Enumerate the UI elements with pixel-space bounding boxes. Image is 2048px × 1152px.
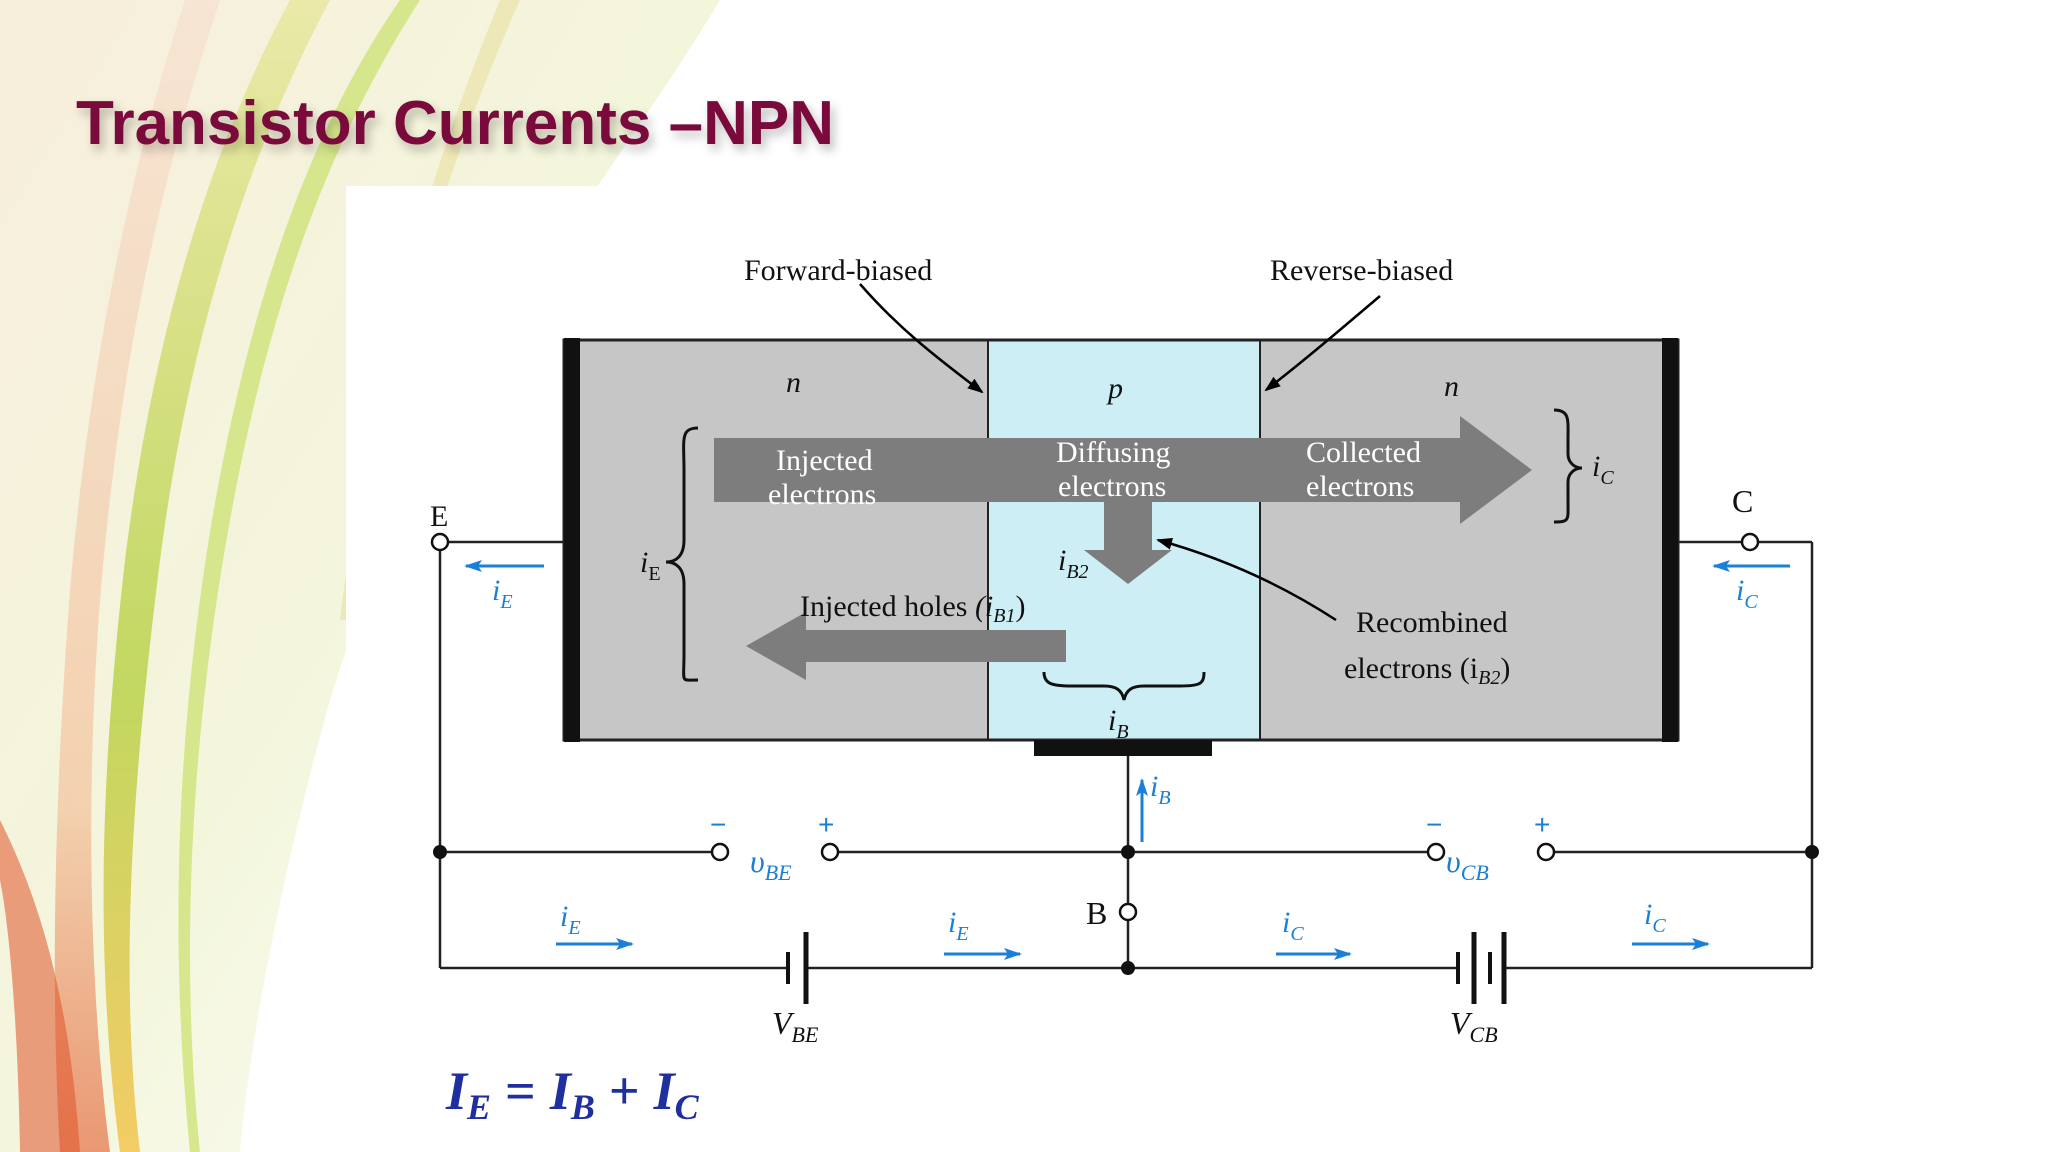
base-terminal <box>1118 902 1138 922</box>
ic-current-label: iC <box>1736 574 1758 613</box>
vbe-battery <box>786 932 809 1004</box>
vbe-minus-sign: − <box>710 809 726 840</box>
base-current-brace <box>1042 671 1206 701</box>
ib2-label: iB2 <box>1058 544 1089 583</box>
circuit-nodes <box>433 845 1819 975</box>
loop-ie-label-1: iE <box>560 900 581 939</box>
emitter-terminal <box>430 532 450 552</box>
collector-terminal-label: C <box>1732 483 1753 519</box>
eq-equals: = <box>505 1061 536 1121</box>
collected-electrons-line2: electrons <box>1306 470 1414 503</box>
current-arrows <box>464 560 1790 960</box>
recombined-electron-arrow <box>1084 500 1172 584</box>
vbe-source-label: VBE <box>772 1005 819 1047</box>
reverse-biased-label: Reverse-biased <box>1270 254 1453 287</box>
vcb-source-label: VCB <box>1450 1005 1498 1047</box>
recombined-label-line1: Recombined <box>1356 606 1508 639</box>
injected-electrons-line2: electrons <box>768 478 876 511</box>
emitter-contact <box>564 338 580 742</box>
base-region-label: p <box>1106 372 1123 405</box>
vcb-battery <box>1456 932 1507 1004</box>
loop-ie-label-2: iE <box>948 906 969 945</box>
diffusing-electrons-line2: electrons <box>1058 470 1166 503</box>
collector-current-brace <box>1553 408 1583 524</box>
collector-region <box>1260 340 1678 740</box>
recombined-label-line2: electrons (iB2) <box>1344 652 1510 689</box>
electron-flow-arrow <box>714 416 1532 524</box>
vcb-plus-terminal <box>1536 842 1556 862</box>
ie-current-label: iE <box>492 574 513 613</box>
forward-bias-pointer <box>859 283 984 394</box>
base-terminal-label: B <box>1086 895 1107 931</box>
injected-electrons-line1: Injected <box>776 444 873 477</box>
base-contact <box>1034 740 1212 756</box>
vbe-plus-sign: + <box>818 809 834 840</box>
vcb-plus-sign: + <box>1534 809 1550 840</box>
loop-ic-label-1: iC <box>1282 906 1304 945</box>
injected-holes-label: Injected holes (iB1) <box>800 590 1025 627</box>
collected-electrons-line1: Collected <box>1306 436 1421 469</box>
diffusing-electrons-line1: Diffusing <box>1056 436 1170 469</box>
eq-ie: IE <box>446 1061 492 1127</box>
vcb-minus-terminal <box>1426 842 1446 862</box>
eq-plus: + <box>608 1061 640 1121</box>
ie-brace-label: iE <box>640 546 661 585</box>
eq-ic: IC <box>653 1061 699 1127</box>
current-equation: IE=IB+IC <box>446 1060 699 1128</box>
ic-brace-label: iC <box>1592 450 1614 489</box>
ib-current-label: iB <box>1150 770 1171 809</box>
emitter-terminal-label: E <box>430 500 448 533</box>
collector-terminal <box>1740 532 1760 552</box>
forward-biased-label: Forward-biased <box>744 254 932 287</box>
ib-brace-label: iB <box>1108 704 1129 743</box>
recombined-pointer <box>1156 537 1337 622</box>
emitter-region-label: n <box>786 366 801 399</box>
vcb-voltage-label: υCB <box>1446 843 1489 885</box>
vbe-voltage-label: υBE <box>750 843 792 885</box>
loop-ic-label-2: iC <box>1644 898 1666 937</box>
emitter-current-brace <box>665 426 699 682</box>
eq-ib: IB <box>549 1061 595 1127</box>
reverse-bias-pointer <box>1264 295 1381 392</box>
terminal-circles <box>430 532 1760 922</box>
collector-contact <box>1662 338 1678 742</box>
injected-holes-arrow <box>746 612 1066 680</box>
vbe-plus-terminal <box>820 842 840 862</box>
collector-region-label: n <box>1444 370 1459 403</box>
emitter-region <box>564 340 988 740</box>
vcb-minus-sign: − <box>1426 809 1442 840</box>
slide-title: Transistor Currents –NPN <box>76 89 834 158</box>
vbe-minus-terminal <box>710 842 730 862</box>
